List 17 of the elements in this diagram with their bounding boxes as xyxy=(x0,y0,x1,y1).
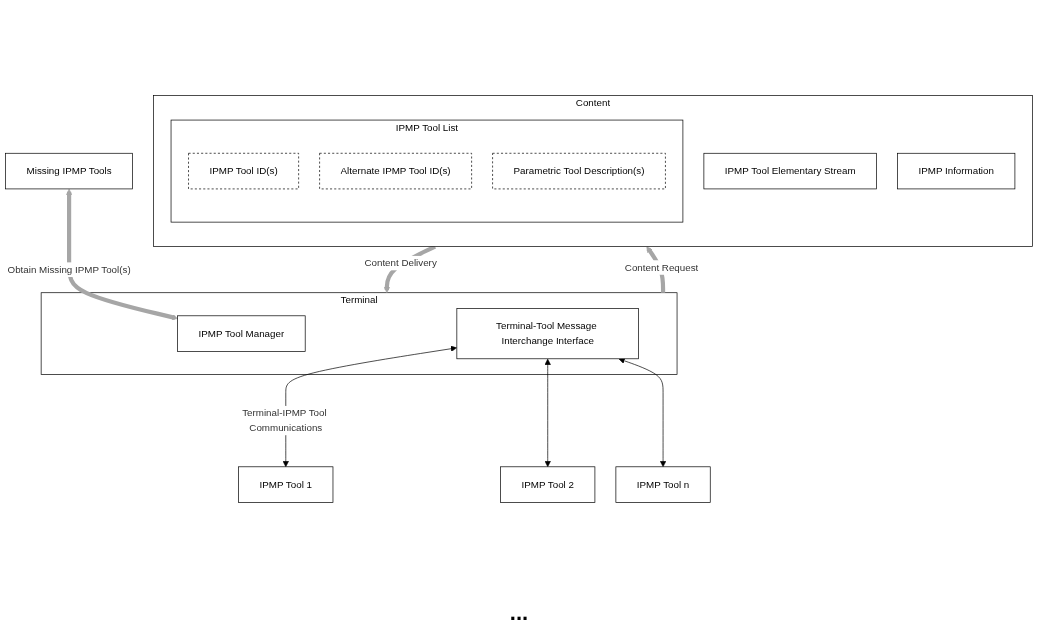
node-box: IPMP Information xyxy=(897,152,1016,190)
node-box: IPMP Tool 2 xyxy=(500,466,596,503)
arrow xyxy=(66,188,178,321)
node-box: Missing IPMP Tools xyxy=(5,152,133,190)
edge-label: Content Request xyxy=(624,261,699,273)
node-box: IPMP Tool n xyxy=(615,466,711,503)
edge-label: Content Delivery xyxy=(364,257,437,269)
node-box: Alternate IPMP Tool ID(s) xyxy=(319,152,472,190)
edge-label: Obtain Missing IPMP Tool(s) xyxy=(7,263,131,275)
node-box: IPMP Tool Elementary Stream xyxy=(703,152,877,190)
ellipsis-label: ... xyxy=(509,600,529,625)
node-box: Terminal-Tool Message Interchange Interface xyxy=(456,308,639,360)
node-box: IPMP Tool 1 xyxy=(238,466,334,503)
node-box: IPMP Tool Manager xyxy=(177,315,306,352)
node-box: IPMP Tool ID(s) xyxy=(188,152,299,190)
node-box: Parametric Tool Description(s) xyxy=(492,152,666,190)
edge-label: Terminal-IPMP Tool Communications xyxy=(242,407,327,434)
